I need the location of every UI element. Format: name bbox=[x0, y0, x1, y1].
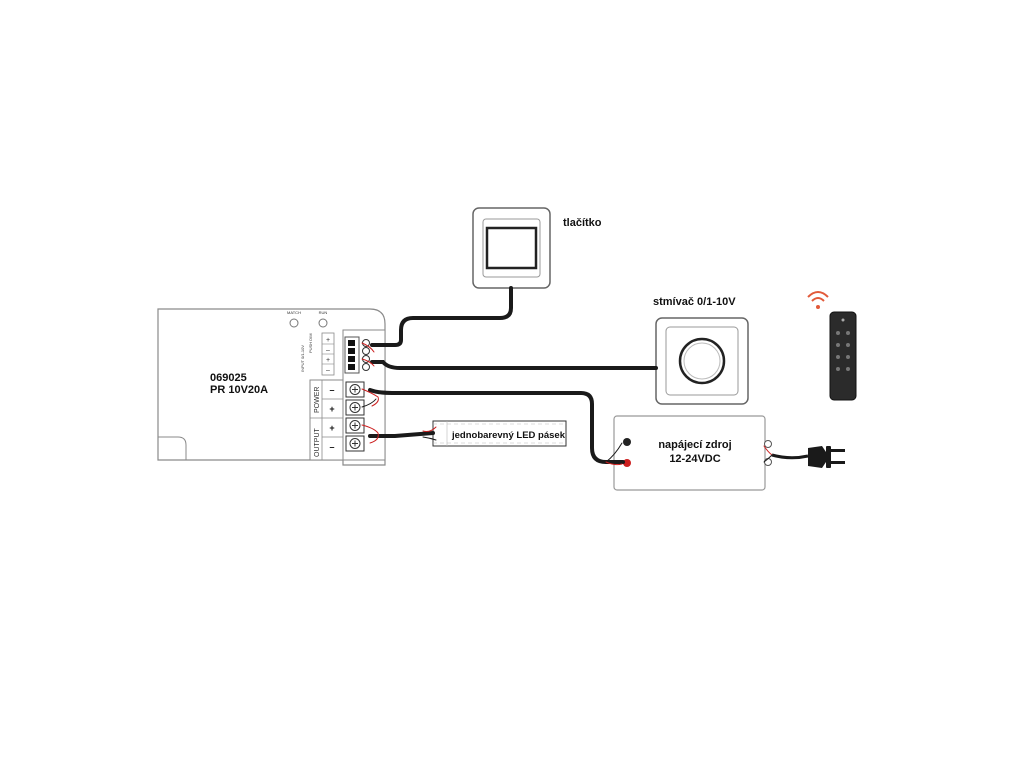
controller-code: 069025 bbox=[210, 372, 247, 384]
input-sign-2: – bbox=[326, 347, 330, 354]
push-button-device bbox=[472, 207, 551, 289]
run-indicator-icon bbox=[318, 318, 328, 328]
match-indicator-icon bbox=[289, 318, 299, 328]
wifi-signal-icon bbox=[807, 291, 829, 309]
power-supply-label-1: napájecí zdroj bbox=[658, 439, 731, 451]
controller-model: PR 10V20A bbox=[210, 384, 268, 396]
screw-terminal-block bbox=[345, 381, 365, 452]
input-sign-3: + bbox=[326, 357, 330, 364]
dimmer-device bbox=[655, 317, 749, 405]
power-supply-label-2: 12-24VDC bbox=[669, 453, 720, 465]
mains-plug-icon bbox=[771, 446, 845, 468]
input-label: INPUT 0/1-10V bbox=[300, 345, 305, 372]
run-label: RUN bbox=[319, 310, 328, 315]
input-terminal-block bbox=[344, 336, 370, 374]
input-sign-4: – bbox=[326, 367, 330, 374]
led-strip-label: jednobarevný LED pásek bbox=[451, 430, 566, 441]
input-sign-1: + bbox=[326, 337, 330, 344]
dimmer-label: stmívač 0/1-10V bbox=[653, 296, 736, 308]
power-label: POWER bbox=[314, 387, 321, 413]
remote-control-icon bbox=[829, 311, 857, 401]
push-button-label: tlačítko bbox=[563, 217, 602, 229]
led-strip bbox=[432, 420, 567, 447]
wires bbox=[361, 286, 773, 466]
output-plus-sign: + bbox=[329, 423, 334, 433]
power-plus-sign: + bbox=[329, 404, 334, 414]
output-label: OUTPUT bbox=[314, 428, 321, 458]
power-minus-sign: – bbox=[329, 385, 334, 395]
push-label: PUSH DIM bbox=[308, 333, 313, 353]
output-minus-sign: – bbox=[329, 442, 334, 452]
match-label: MATCH bbox=[287, 310, 301, 315]
